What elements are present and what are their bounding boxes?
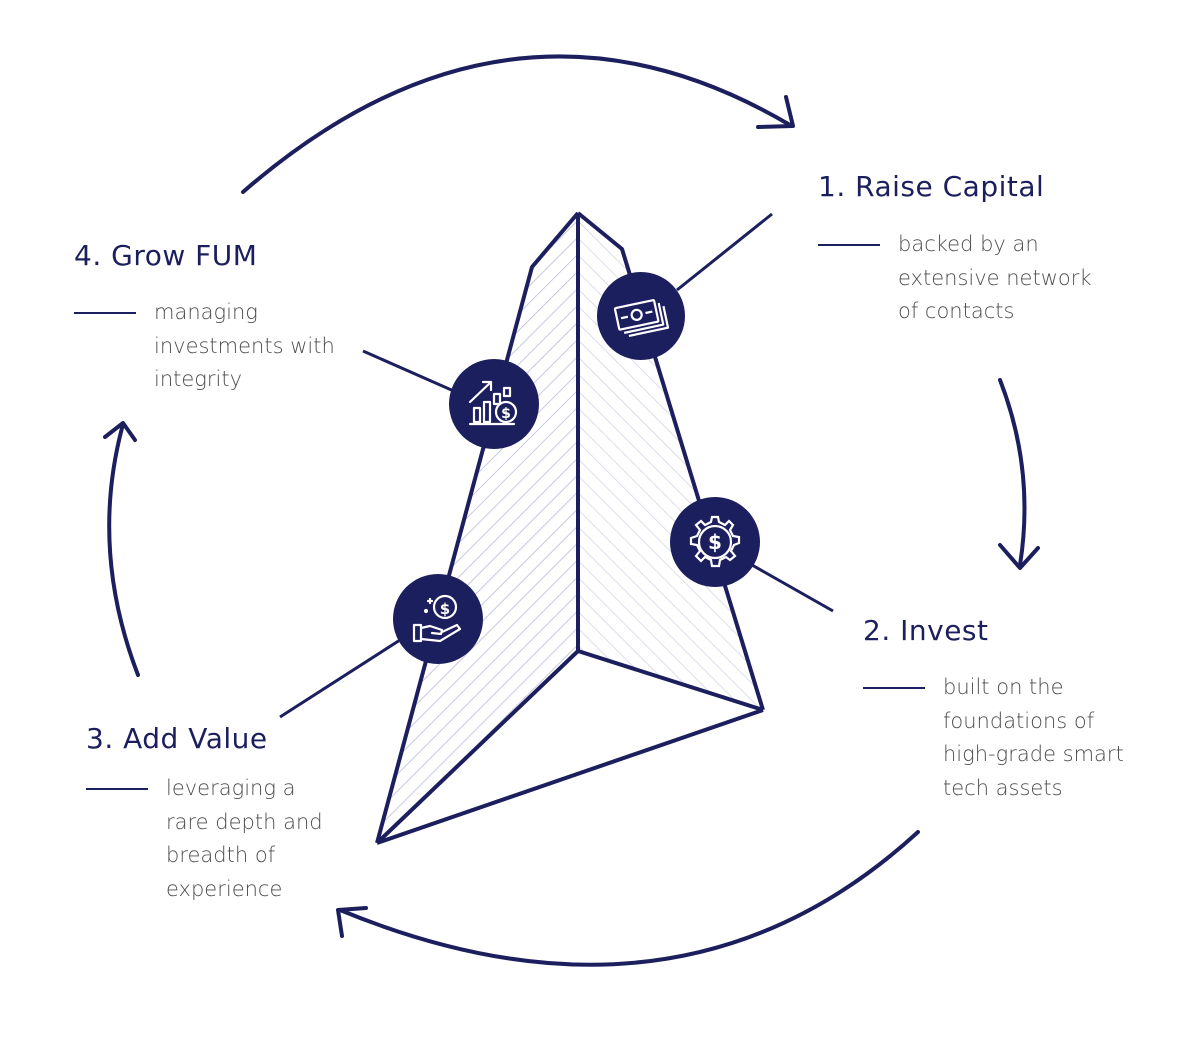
- step-2-description-line: built on the: [943, 675, 1064, 699]
- arrow-bottom: [338, 830, 920, 967]
- cycle-arrows: [103, 54, 1040, 967]
- money-stack-icon: [597, 272, 685, 360]
- step-1-description-line: extensive network: [898, 265, 1092, 290]
- step-4-description: managing investments with integrity: [154, 296, 335, 397]
- step-2-title: 2. Invest: [863, 614, 989, 647]
- step-3-description-line: rare depth and: [166, 809, 323, 834]
- arrow-right: [998, 378, 1027, 567]
- connector-invest: [751, 563, 834, 613]
- arrowhead-top: [756, 95, 795, 129]
- step-3-title: 3. Add Value: [86, 722, 268, 755]
- step-1-description-line: of contacts: [898, 299, 1015, 323]
- hand-coin-icon: $: [393, 574, 483, 664]
- step-2-description-line: high-grade smart: [943, 742, 1124, 766]
- arrowhead-right: [998, 543, 1040, 570]
- connector-raise-capital: [676, 212, 773, 292]
- gear-dollar-icon: $: [670, 497, 760, 587]
- step-3-description-line: breadth of: [166, 843, 276, 867]
- arrow-top: [241, 54, 792, 194]
- svg-text:$: $: [501, 406, 511, 422]
- step-4-dash: [74, 312, 136, 314]
- svg-text:$: $: [708, 530, 722, 554]
- step-4-description-line: managing: [154, 300, 258, 324]
- growth-chart-coin-icon: $: [449, 359, 539, 449]
- arrowhead-left: [103, 421, 137, 442]
- spire-left-face: [377, 213, 578, 843]
- arrowhead-bottom: [336, 906, 368, 938]
- step-3-description-line: experience: [166, 876, 283, 901]
- step-2-description-line: tech assets: [943, 775, 1063, 800]
- step-4-description-line: integrity: [154, 367, 243, 391]
- arrow-left: [107, 426, 140, 677]
- step-2-description: built on the foundations of high-grade s…: [943, 671, 1124, 805]
- connector-add-value: [279, 638, 401, 719]
- step-4-description-line: investments with: [154, 333, 335, 358]
- connector-grow-fum: [362, 349, 457, 394]
- svg-text:$: $: [440, 600, 450, 618]
- step-3-description-line: leveraging a: [166, 776, 296, 800]
- connector-lines: [279, 212, 834, 719]
- step-4-title: 4. Grow FUM: [74, 239, 258, 272]
- step-3-dash: [86, 788, 148, 790]
- step-1-description-line: backed by an: [898, 232, 1039, 256]
- step-1-title: 1. Raise Capital: [818, 170, 1045, 203]
- step-1-description: backed by an extensive network of contac…: [898, 228, 1092, 329]
- step-3-description: leveraging a rare depth and breadth of e…: [166, 772, 323, 906]
- step-1-dash: [818, 244, 880, 246]
- step-2-dash: [863, 687, 925, 689]
- step-2-description-line: foundations of: [943, 708, 1095, 733]
